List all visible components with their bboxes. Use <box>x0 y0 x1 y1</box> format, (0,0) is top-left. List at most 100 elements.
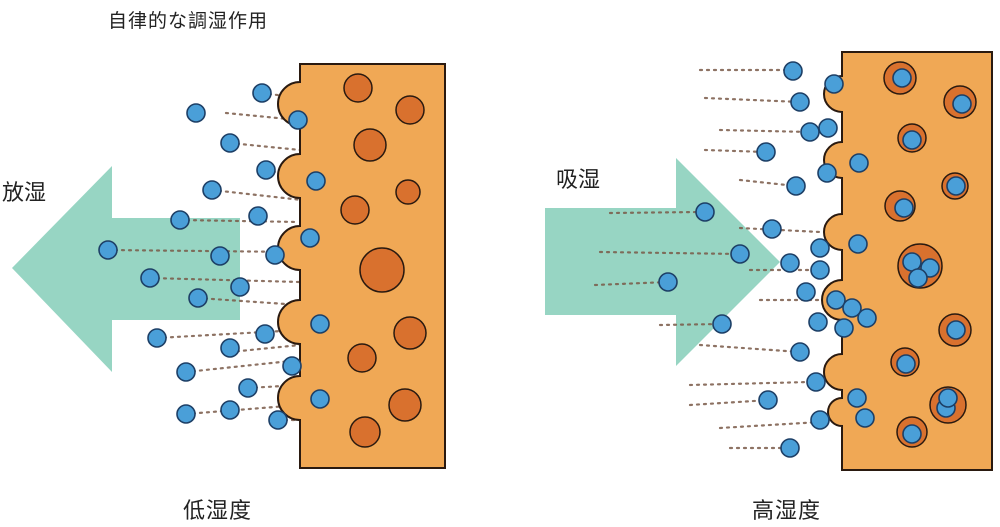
left-water-molecule <box>147 328 167 348</box>
left-pore <box>395 95 425 125</box>
right-trail <box>718 128 812 134</box>
left-water-molecule <box>310 389 330 409</box>
left-water-molecule <box>202 180 222 200</box>
right-water-molecule <box>800 122 820 142</box>
left-trail <box>148 276 302 284</box>
left-water-molecule <box>300 228 320 248</box>
left-pores <box>340 73 427 448</box>
right-water-molecule <box>810 238 830 258</box>
right-trail <box>738 178 798 188</box>
left-trail <box>178 218 300 224</box>
high-humidity-label: 高湿度 <box>752 499 822 524</box>
right-trail <box>688 398 772 407</box>
right-water-molecule <box>902 130 922 150</box>
right-water-molecule <box>658 272 678 292</box>
left-water-molecule <box>256 160 276 180</box>
left-water-molecule <box>188 288 208 308</box>
left-trail <box>228 141 302 152</box>
right-water-molecule <box>712 314 732 334</box>
left-trail <box>196 296 302 307</box>
right-water-molecule <box>786 176 806 196</box>
right-trail <box>738 226 822 234</box>
right-water-molecule <box>796 282 816 302</box>
right-water-molecule <box>857 308 877 328</box>
low-humidity-label: 低湿度 <box>183 499 253 524</box>
left-water-molecule <box>176 362 196 382</box>
right-water-molecule <box>817 163 837 183</box>
left-water-molecule <box>255 324 275 344</box>
right-water-molecule <box>824 74 844 94</box>
right-water-molecule <box>892 68 912 88</box>
right-molecules <box>658 61 972 458</box>
left-water-molecule <box>306 171 326 191</box>
right-water-molecule <box>826 290 846 310</box>
right-water-molecule <box>818 118 838 138</box>
right-water-molecule <box>855 408 875 428</box>
right-water-molecule <box>790 92 810 112</box>
right-water-molecule <box>908 268 928 288</box>
right-trail <box>703 148 768 154</box>
left-molecules <box>98 83 330 430</box>
right-water-molecule <box>780 438 800 458</box>
release-arrow <box>12 166 240 372</box>
right-water-molecule <box>834 318 854 338</box>
left-water-molecule <box>98 240 118 260</box>
left-pore <box>349 416 381 448</box>
right-water-molecule <box>849 153 869 173</box>
right-panel <box>545 51 993 471</box>
left-water-molecule <box>230 277 250 297</box>
right-trail <box>698 343 802 354</box>
left-pore <box>393 316 427 350</box>
right-water-molecule <box>902 424 922 444</box>
left-water-molecule <box>220 133 240 153</box>
right-trail <box>658 322 724 327</box>
right-water-molecule <box>842 298 862 318</box>
left-water-molecule <box>170 210 190 230</box>
right-water-molecule <box>806 372 826 392</box>
left-water-molecule <box>140 268 160 288</box>
right-water-molecule <box>810 410 830 430</box>
right-trail <box>718 420 822 430</box>
left-pore <box>359 247 405 293</box>
left-pore <box>353 128 387 162</box>
left-water-molecule <box>252 83 272 103</box>
right-water-molecule <box>730 244 750 264</box>
right-water-molecule <box>758 390 778 410</box>
right-water-molecule <box>780 253 800 273</box>
release-label: 放湿 <box>2 181 47 206</box>
left-pore <box>340 195 370 225</box>
left-pore <box>395 179 421 205</box>
left-water-molecule <box>248 206 268 226</box>
left-water-molecule <box>186 103 206 123</box>
left-pore <box>347 343 377 373</box>
right-trails <box>593 68 838 450</box>
left-water-molecule <box>282 356 302 376</box>
absorb-label: 吸湿 <box>556 168 601 193</box>
left-water-molecule <box>268 410 288 430</box>
right-water-molecule <box>848 234 868 254</box>
left-trail <box>224 111 300 122</box>
right-water-molecule <box>946 176 966 196</box>
left-panel <box>12 63 446 469</box>
left-water-molecule <box>210 246 230 266</box>
left-water-molecule <box>310 314 330 334</box>
right-water-molecule <box>695 202 715 222</box>
right-water-molecule <box>896 354 916 374</box>
right-water-molecule <box>783 61 803 81</box>
left-water-molecule <box>176 404 196 424</box>
right-trail <box>703 96 802 104</box>
left-pore <box>343 73 373 103</box>
left-trail <box>184 403 302 416</box>
right-water-molecule <box>938 388 958 408</box>
right-trail <box>608 210 702 215</box>
right-water-molecule <box>946 320 966 340</box>
left-trail <box>228 343 302 354</box>
left-pore <box>388 388 422 422</box>
left-trail <box>210 188 304 202</box>
right-water-molecule <box>762 219 782 239</box>
right-water-molecule <box>808 312 828 332</box>
right-water-molecule <box>810 260 830 280</box>
right-water-molecule <box>756 142 776 162</box>
right-trail <box>593 280 670 287</box>
